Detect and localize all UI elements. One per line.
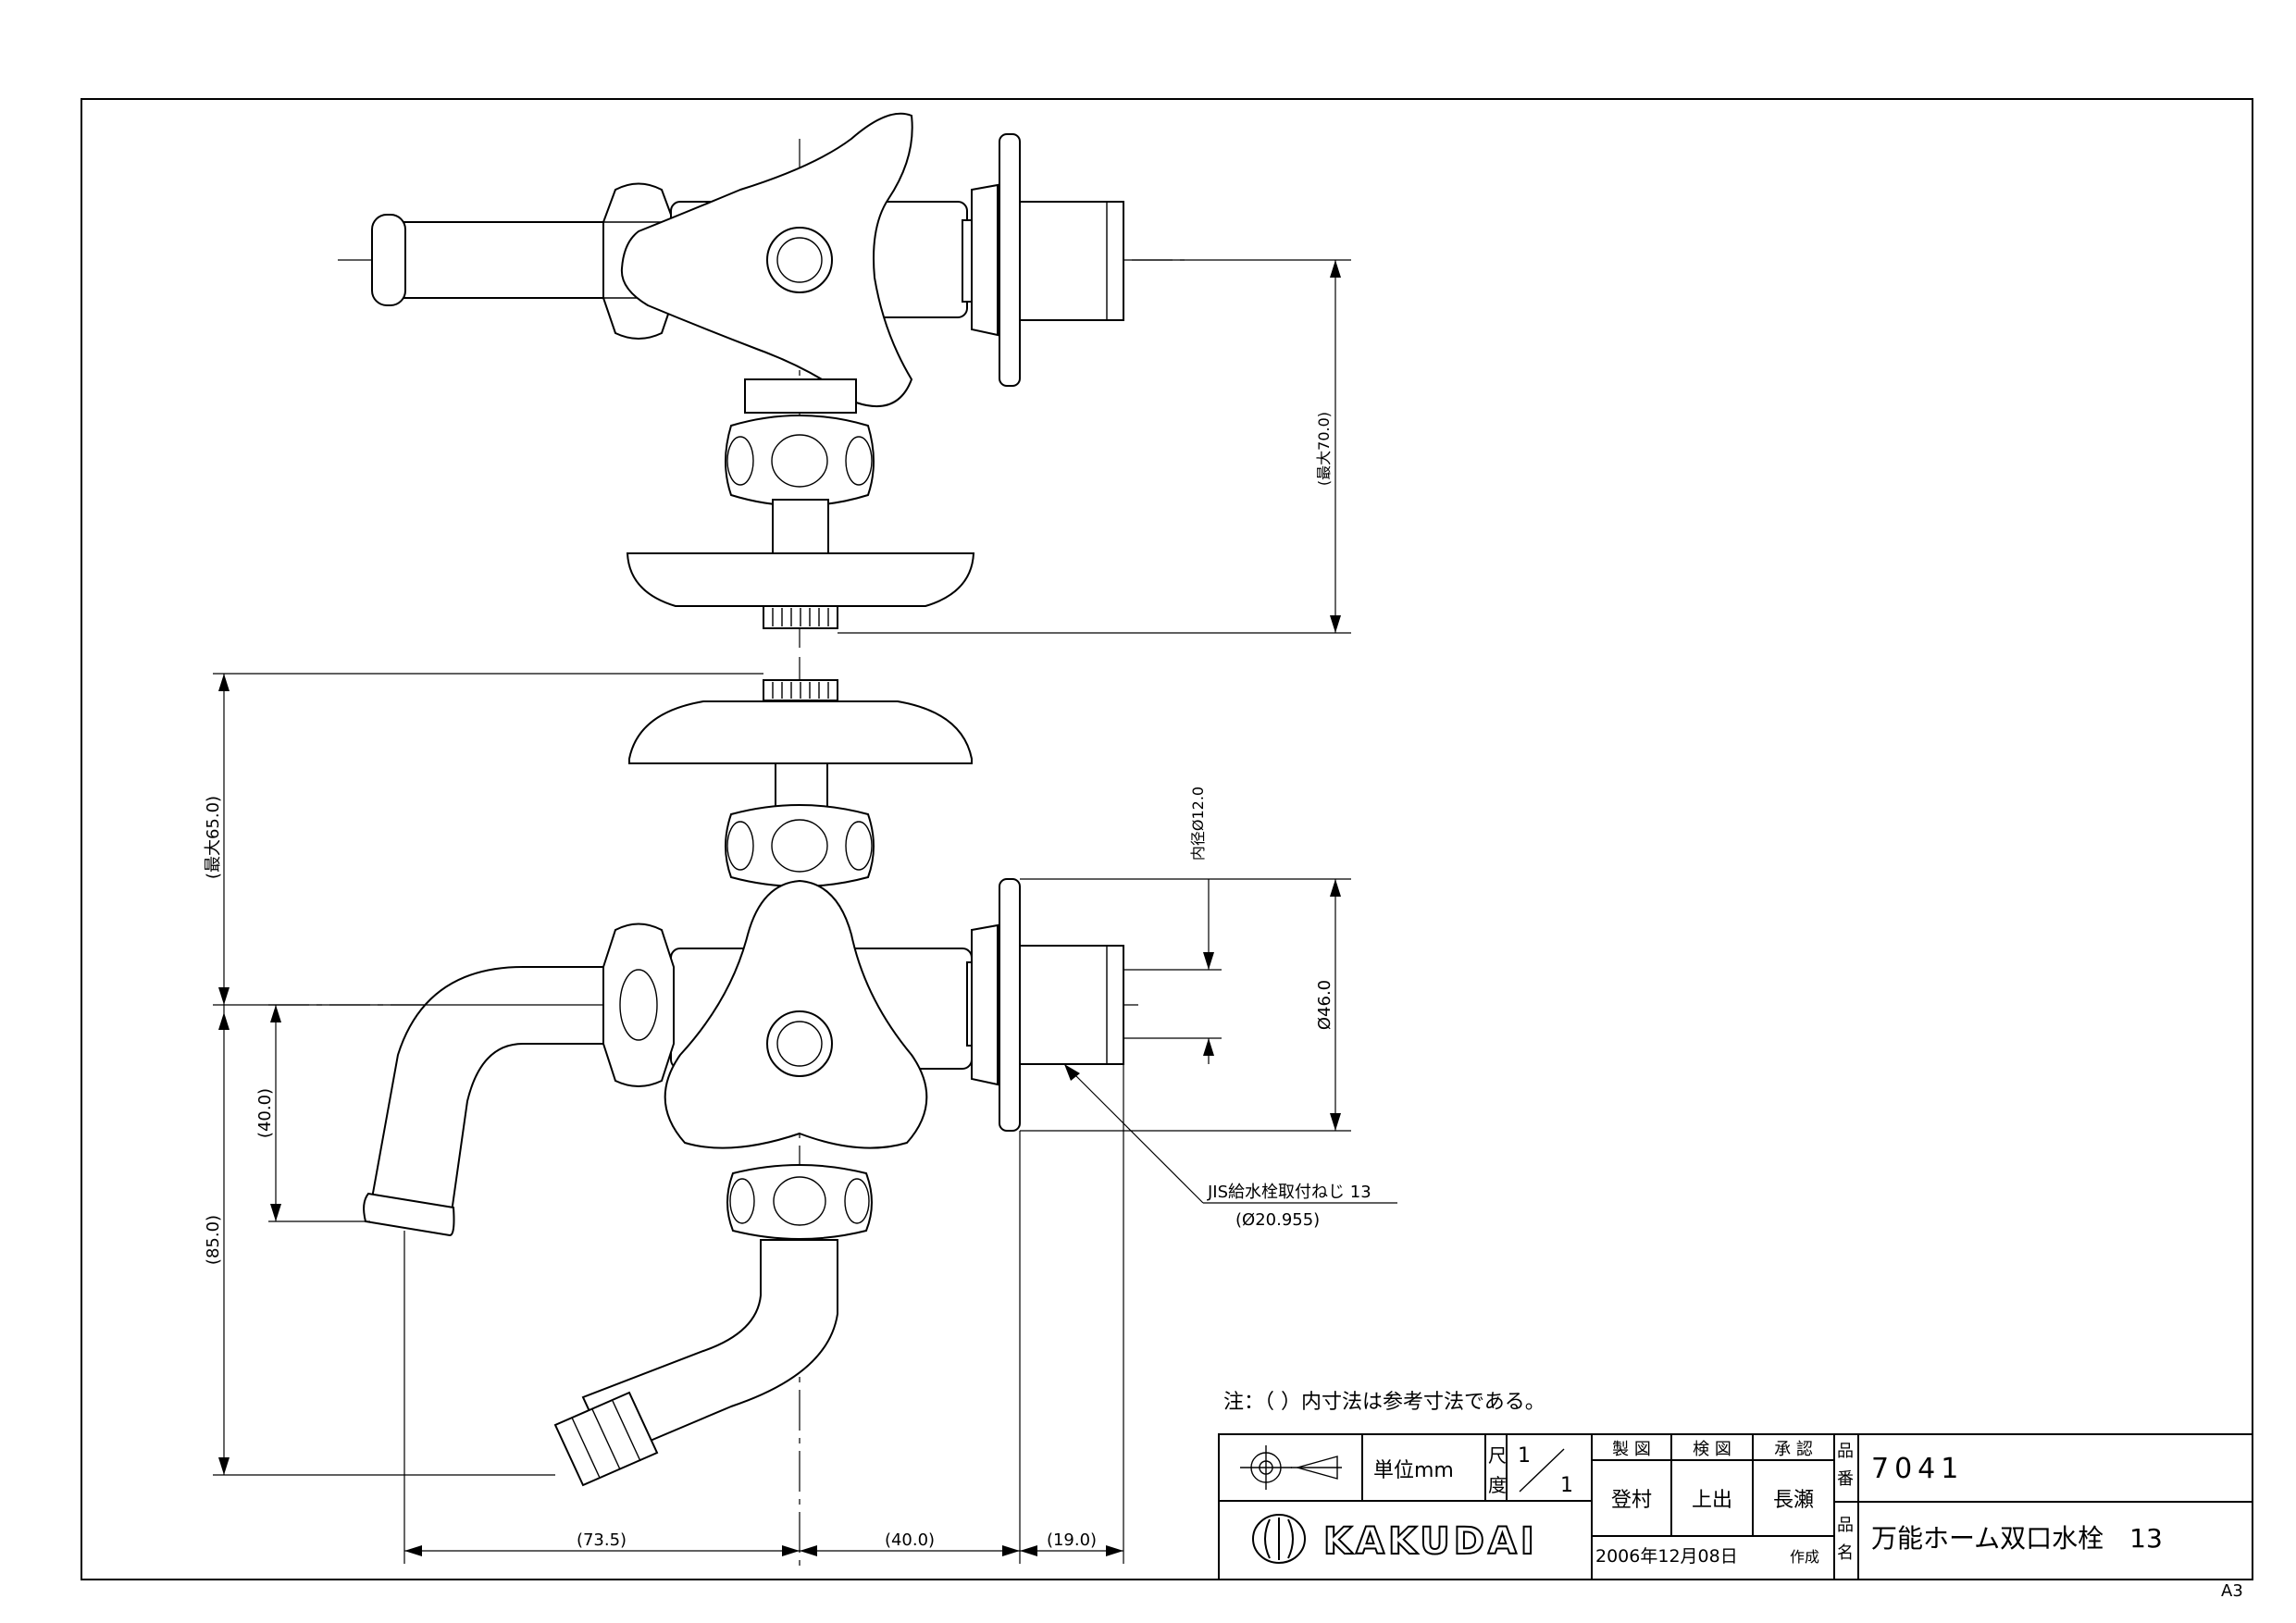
front-flange [999,878,1021,1132]
scale-label-2: 度 [1488,1474,1507,1496]
dim-top-max-height: (最大70.0) [1315,412,1333,486]
front-lower-nut [726,1164,873,1240]
drawn-by: 登村 [1611,1489,1652,1512]
front-spout-tip [363,1192,455,1237]
drawing-date-suffix: 作成 [1790,1548,1819,1566]
dim-hose-drop: (85.0) [204,1215,223,1265]
scale-label-1: 尺 [1488,1444,1507,1467]
brand-name: KAKUDAI [1323,1520,1538,1563]
dimension-labels: (最大70.0) (最大65.0) (85.0) (40.0) 内径Ø12.0 … [204,412,1371,1550]
kakudai-logo-icon [1252,1514,1306,1564]
part-name-label-2: 名 [1837,1543,1854,1563]
front-spout [370,966,604,1214]
part-name-label-1: 品 [1837,1516,1854,1535]
top-view [338,112,1185,648]
front-left-union-nut [602,923,675,1087]
unit-label: 単位mm [1373,1459,1454,1482]
title-block: 単位mm 尺 度 1 1 製 図 検 図 承 認 登村 上出 長瀬 品 番 70… [1218,1433,2253,1580]
part-name: 万能ホーム双口水栓 13 [1871,1523,2163,1554]
front-cap [628,700,973,764]
front-right-nut [971,923,999,1086]
dim-spout-drop: (40.0) [255,1088,275,1138]
dim-flange-diameter: Ø46.0 [1315,980,1334,1030]
dim-thread-length: (19.0) [1047,1530,1097,1550]
dim-thread-diameter: (Ø20.955) [1235,1210,1320,1230]
checked-by: 上出 [1692,1489,1732,1512]
part-no-label-1: 品 [1837,1442,1854,1461]
drawn-label: 製 図 [1612,1440,1651,1459]
dim-inner-diameter: 内径Ø12.0 [1189,787,1207,861]
front-hose-barb [553,1391,659,1487]
dimension-lines [213,259,1397,1564]
top-left-pipe-cap [371,214,406,306]
drawing-date: 2006年12月08日 [1595,1546,1738,1567]
dim-thread-spec: JIS給水栓取付ねじ 13 [1207,1183,1371,1202]
dim-center-to-face: (40.0) [885,1530,935,1550]
sheet-border [81,98,2253,1580]
top-cup [626,552,975,607]
reference-note: 注：（ ）内寸法は参考寸法である。 [1223,1391,1545,1414]
part-no-label-2: 番 [1837,1469,1854,1489]
approved-label: 承 認 [1774,1440,1813,1459]
checked-label: 検 図 [1693,1440,1731,1459]
dim-front-max-height: (最大65.0) [204,796,223,879]
top-right-nut [971,183,999,337]
sheet-size: A3 [2221,1581,2243,1601]
front-upper-nut [725,804,875,887]
scale-denominator: 1 [1560,1474,1573,1497]
top-flange [999,133,1021,387]
dim-spout-reach: (73.5) [577,1530,627,1550]
top-left-pipe [388,221,616,299]
top-lower-nut [725,415,875,507]
approved-by: 長瀬 [1773,1489,1814,1512]
part-no: 7041 [1871,1453,1964,1485]
front-view [268,657,1138,1573]
front-thread [1019,945,1124,1065]
front-handle-screw [766,1010,833,1077]
scale-numerator: 1 [1518,1444,1531,1468]
top-handle-screw [766,227,833,293]
projection-symbol-icon [1240,1445,1342,1490]
top-thread [1019,201,1124,321]
front-hose-adapter [581,1239,838,1459]
